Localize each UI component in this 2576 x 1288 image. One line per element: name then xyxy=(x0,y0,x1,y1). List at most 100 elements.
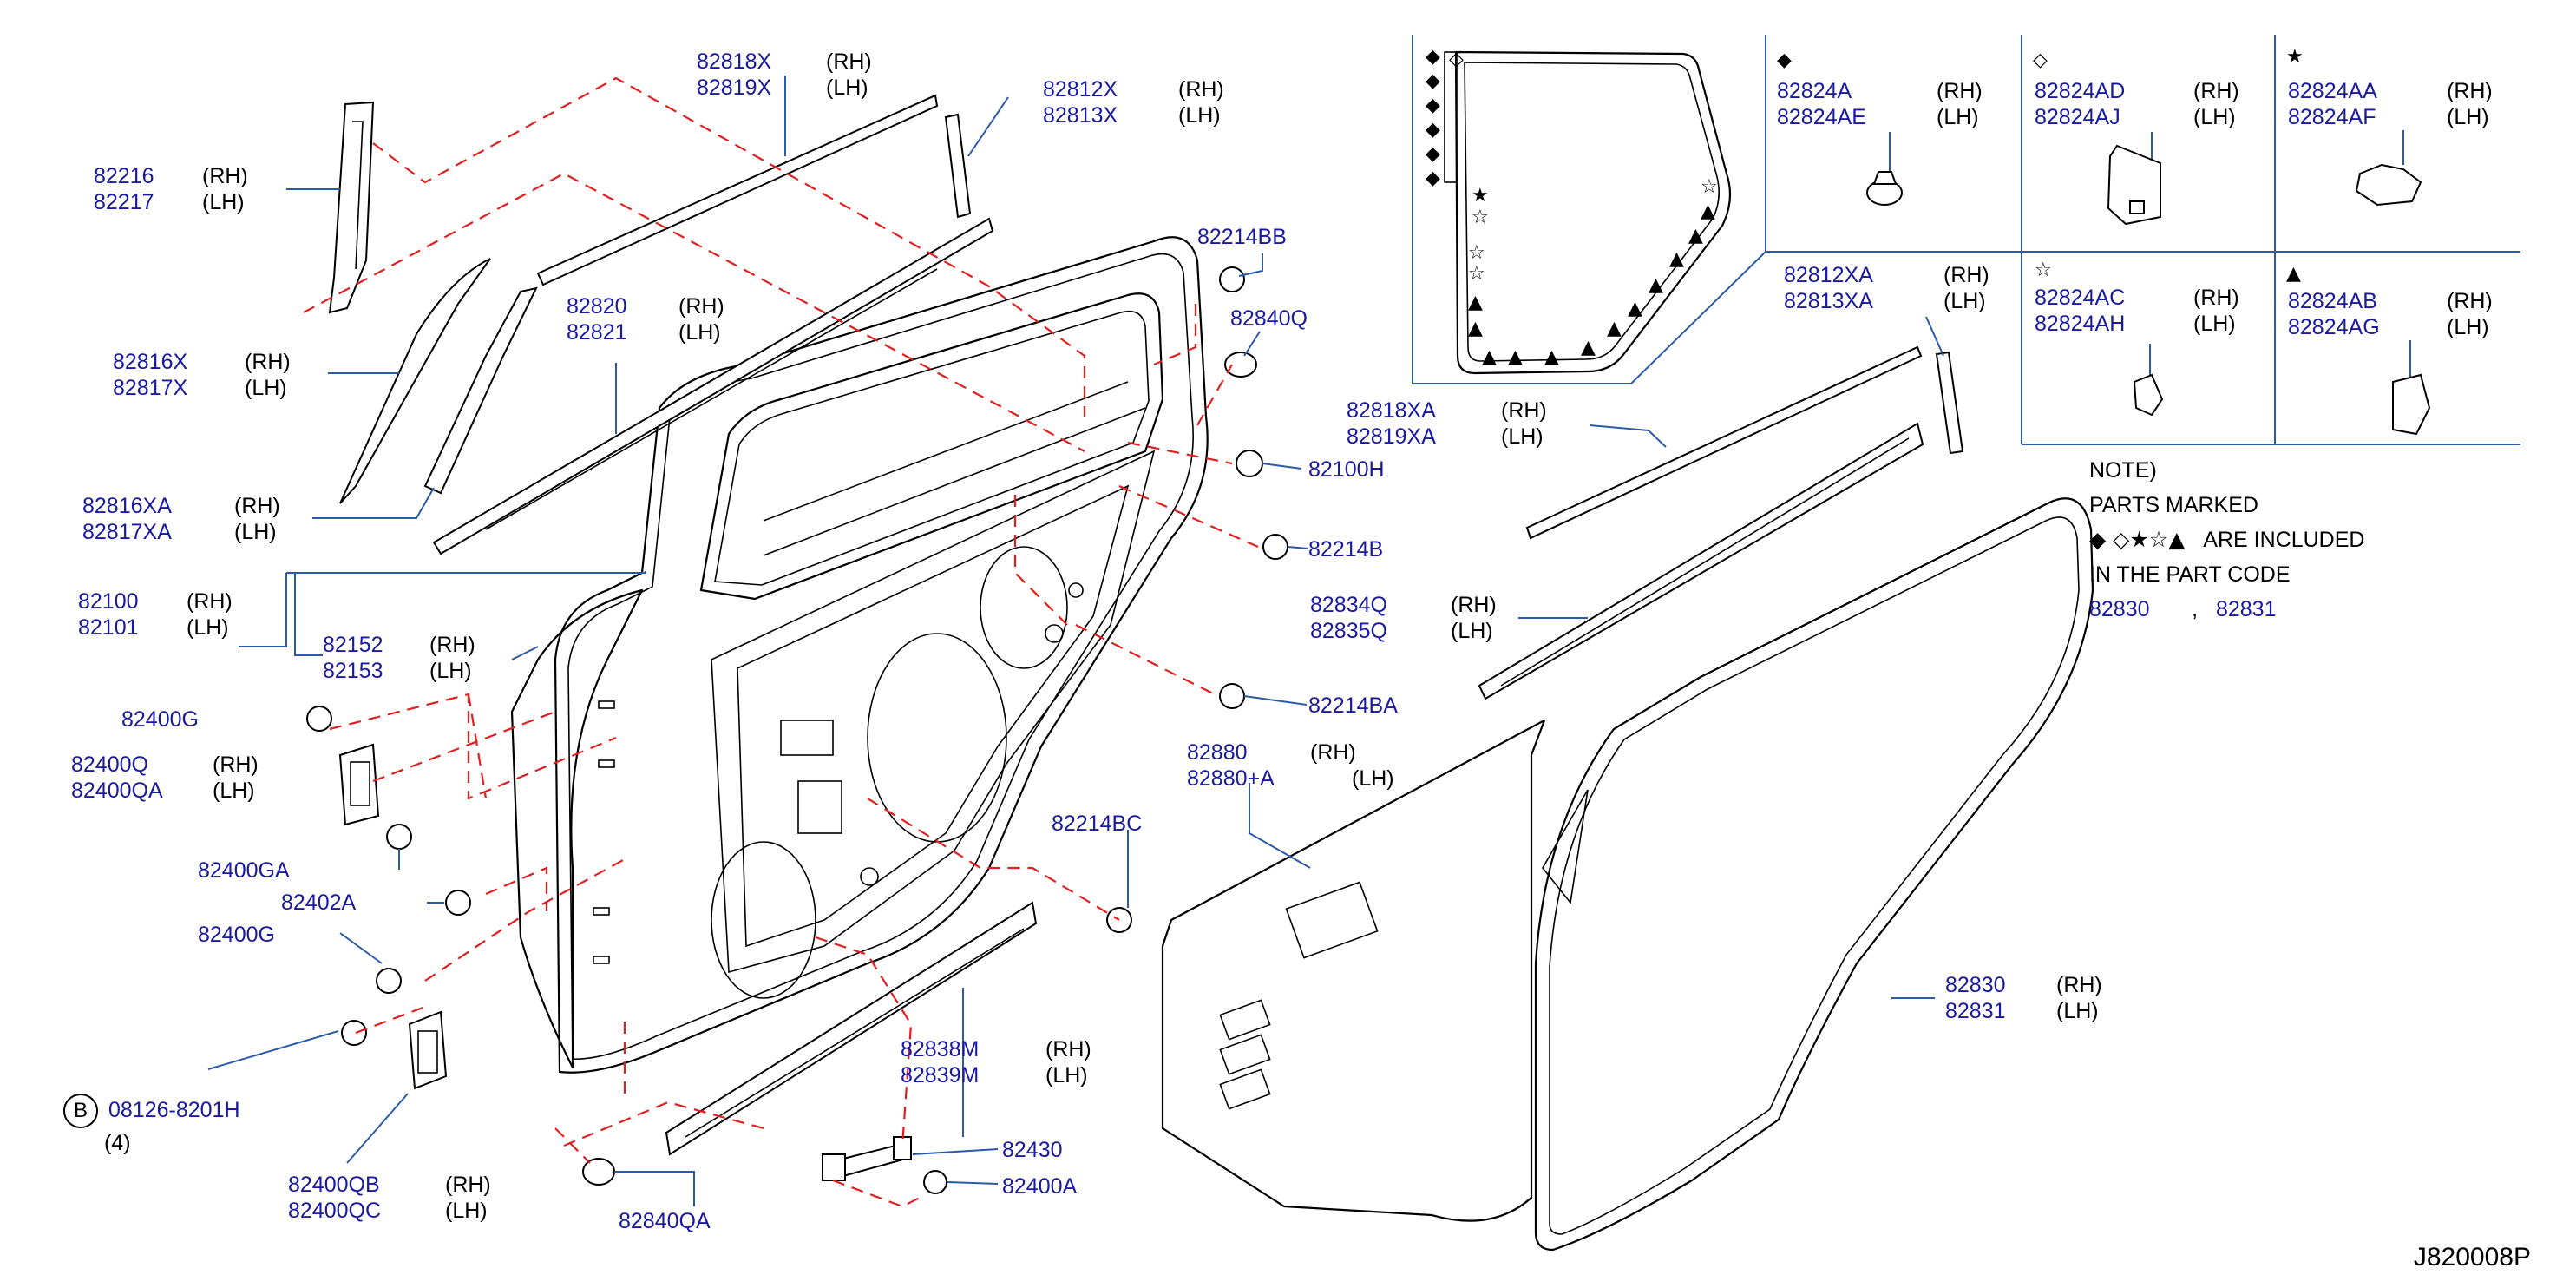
label-82838M[interactable]: 82838M 82839M xyxy=(901,1036,979,1088)
svg-text:◇: ◇ xyxy=(2033,49,2048,71)
weatherstrip-82830 xyxy=(1534,497,2094,1252)
label-82400G-upper[interactable]: 82400G xyxy=(121,706,199,733)
label-82100H[interactable]: 82100H xyxy=(1308,457,1385,483)
side-rh: (RH) xyxy=(2193,79,2239,103)
label-82840QA[interactable]: 82840QA xyxy=(619,1208,711,1234)
leader-lines xyxy=(207,76,1944,1206)
side-lh: (LH) xyxy=(1352,766,1394,791)
plug-82840Q xyxy=(1224,352,1257,378)
label-08126-8201H[interactable]: 08126-8201H xyxy=(108,1097,240,1123)
side-82820: (RH) (LH) xyxy=(678,293,724,345)
svg-text:☆: ☆ xyxy=(1468,242,1485,264)
nut-82400G-lower xyxy=(376,968,402,994)
label-82812X[interactable]: 82812X 82813X xyxy=(1043,76,1118,128)
side-82838M: (RH) (LH) xyxy=(1045,1036,1091,1088)
side-rh: (RH) xyxy=(2447,79,2493,103)
label-82214BB[interactable]: 82214BB xyxy=(1197,224,1287,250)
part-number: 82824AC xyxy=(2035,286,2126,310)
label-82820[interactable]: 82820 82821 xyxy=(567,293,627,345)
label-82152[interactable]: 82152 82153 xyxy=(323,632,383,684)
inset-marker-diamond: ◆ xyxy=(1426,46,1440,68)
label-82818XA[interactable]: 82818XA 82819XA xyxy=(1347,398,1436,450)
part-number: 82824AG xyxy=(2288,315,2380,339)
svg-text:▲: ▲ xyxy=(2286,263,2301,285)
svg-text:☆: ☆ xyxy=(2035,260,2052,281)
side-lh: (LH) xyxy=(2447,315,2489,339)
part-number: 82214B xyxy=(1308,537,1384,562)
side-rh: (RH) xyxy=(1501,398,1547,423)
label-82400G-lower[interactable]: 82400G xyxy=(198,922,275,948)
side-82812X: (RH) (LH) xyxy=(1178,76,1224,128)
svg-text:◆: ◆ xyxy=(1426,95,1440,116)
clip-82824AB xyxy=(2392,340,2431,436)
label-82400Q[interactable]: 82400Q 82400QA xyxy=(71,752,163,804)
side-rh: (RH) xyxy=(202,164,248,188)
part-number: 82819X xyxy=(697,76,772,100)
side-rh: (RH) xyxy=(234,494,280,518)
part-number: 82813X xyxy=(1043,103,1118,128)
part-number: 82812X xyxy=(1043,77,1118,102)
label-82430[interactable]: 82430 xyxy=(1002,1137,1063,1163)
molding-82816XA xyxy=(423,286,538,495)
part-number: 82430 xyxy=(1002,1138,1063,1162)
svg-text:▲: ▲ xyxy=(1607,318,1622,339)
part-number: 82152 xyxy=(323,633,383,657)
svg-text:▲: ▲ xyxy=(1508,346,1523,368)
plug-82840QA xyxy=(582,1158,615,1186)
label-82824AD[interactable]: 82824AD 82824AJ xyxy=(2035,78,2125,130)
label-82816X[interactable]: 82816X 82817X xyxy=(113,349,187,401)
part-number: 82820 xyxy=(567,294,627,319)
part-number: 82821 xyxy=(567,320,627,345)
label-82834Q[interactable]: 82834Q 82835Q xyxy=(1310,592,1387,644)
label-82216[interactable]: 82216 82217 xyxy=(94,163,154,215)
label-82402A[interactable]: 82402A xyxy=(281,890,356,916)
part-number: 82400G xyxy=(121,707,199,732)
side-lh: (LH) xyxy=(1943,289,1986,313)
label-82100[interactable]: 82100 82101 xyxy=(78,588,139,641)
side-82824AC: (RH) (LH) xyxy=(2193,285,2239,337)
quantity: (4) xyxy=(104,1131,131,1155)
label-82812XA[interactable]: 82812XA 82813XA xyxy=(1784,262,1873,314)
label-82824AC[interactable]: 82824AC 82824AH xyxy=(2035,285,2125,337)
label-82824AA[interactable]: 82824AA 82824AF xyxy=(2288,78,2377,130)
side-82880: (RH) (LH) xyxy=(1310,739,1394,792)
bolt-82400A xyxy=(923,1170,947,1194)
note-code-82831[interactable]: 82831 xyxy=(2215,597,2277,621)
label-82214BC[interactable]: 82214BC xyxy=(1052,811,1142,837)
side-lh: (LH) xyxy=(1501,424,1544,449)
note-code-82830[interactable]: 82830 xyxy=(2089,597,2150,621)
label-82840Q[interactable]: 82840Q xyxy=(1230,306,1308,332)
part-number: 82839M xyxy=(901,1063,980,1088)
label-82816XA[interactable]: 82816XA 82817XA xyxy=(82,493,172,545)
label-82400A[interactable]: 82400A xyxy=(1002,1173,1077,1199)
svg-text:◆: ◆ xyxy=(1426,168,1440,189)
bolt-82214BA xyxy=(1219,683,1245,709)
side-lh: (LH) xyxy=(678,320,721,345)
label-82400GA[interactable]: 82400GA xyxy=(198,858,290,884)
molding-82816X xyxy=(339,258,491,504)
part-number: 82400G xyxy=(198,923,275,947)
bolt-symbol-b: B xyxy=(63,1094,98,1128)
side-lh: (LH) xyxy=(1178,103,1221,128)
bolt-82402A xyxy=(445,890,471,916)
side-rh: (RH) xyxy=(826,49,872,74)
label-82818X[interactable]: 82818X 82819X xyxy=(697,49,771,101)
label-82824AB[interactable]: 82824AB 82824AG xyxy=(2288,288,2380,340)
clip-82824AD xyxy=(2107,132,2161,226)
label-82830[interactable]: 82830 82831 xyxy=(1945,972,2006,1024)
label-82214BA[interactable]: 82214BA xyxy=(1308,693,1398,719)
label-82214B[interactable]: 82214B xyxy=(1308,536,1383,562)
door-check-82430 xyxy=(822,1136,912,1181)
label-82880[interactable]: 82880 82880+A xyxy=(1187,739,1275,792)
side-82812XA: (RH) (LH) xyxy=(1943,262,1989,314)
dashed-assembly-lines xyxy=(303,76,1259,1208)
label-82824A[interactable]: 82824A 82824AE xyxy=(1777,78,1866,130)
side-82100: (RH) (LH) xyxy=(187,588,233,641)
side-82818XA: (RH) (LH) xyxy=(1501,398,1547,450)
label-82400QB[interactable]: 82400QB 82400QC xyxy=(288,1172,381,1224)
svg-text:▲: ▲ xyxy=(1628,298,1642,319)
svg-text:▲: ▲ xyxy=(1688,225,1703,246)
side-rh: (RH) xyxy=(245,350,291,374)
part-number: 82217 xyxy=(94,190,154,214)
side-rh: (RH) xyxy=(213,752,259,777)
